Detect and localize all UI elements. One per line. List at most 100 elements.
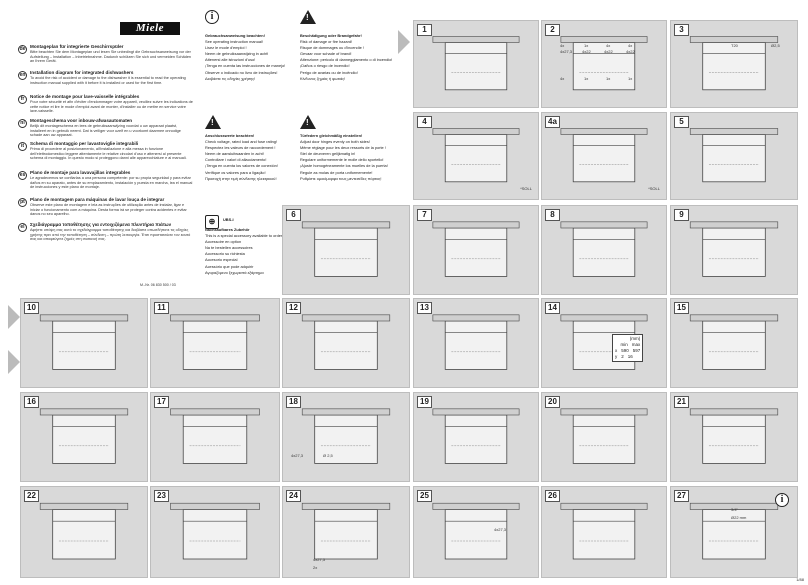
- illustration: [170, 314, 260, 370]
- step-number: 5: [674, 116, 689, 128]
- illustration: [301, 314, 391, 370]
- illustration: [432, 314, 520, 370]
- part-count: 4x: [560, 43, 565, 48]
- material-number: M.-Nr. 06 830 500 / 03: [140, 283, 176, 287]
- illustration: [39, 408, 129, 464]
- part-count: 4x: [606, 43, 611, 48]
- step-number: 23: [154, 490, 169, 502]
- language-description: Observe este plano de montagem e leia as…: [30, 203, 187, 217]
- illustration: [689, 128, 779, 183]
- arrow-right-icon: [8, 350, 20, 374]
- illustration: [689, 221, 779, 277]
- step-number: 6: [286, 209, 301, 221]
- illustration: [689, 502, 779, 560]
- accessory-title: UBS-I: [223, 217, 234, 222]
- text-line: ¡Tenga en cuenta las instrucciones de ma…: [205, 63, 286, 69]
- language-description: Le agradecemos se confiarlas a una perso…: [30, 176, 193, 190]
- step-panel-6: 6: [282, 205, 410, 295]
- table-cell: 2: [621, 354, 624, 359]
- step-panel-22: 22: [20, 486, 148, 578]
- step-panel-5: 5: [670, 112, 798, 200]
- step-panel-9: 9: [670, 205, 798, 295]
- step-panel-21: 21: [670, 392, 798, 482]
- text-line: Risk of damage or fire hazard!: [300, 39, 353, 45]
- text-line: Accessorio su richiesta: [205, 251, 245, 257]
- table-cell: 597: [632, 348, 641, 353]
- step-panel-1: 1: [413, 20, 539, 108]
- language-description: Pour votre sécurité et afin d'éviter d'e…: [30, 100, 193, 114]
- illustration: [560, 221, 648, 277]
- language-code: en: [18, 71, 27, 80]
- language-description: Prima di procedere al posizionamento, al…: [30, 147, 187, 161]
- step-panel-18: 18 Ø 2,5 4x27,3: [282, 392, 410, 482]
- illustration: [689, 36, 779, 91]
- text-line: Respectez les valeurs de raccordement !: [205, 145, 276, 151]
- part-size: 4x22: [604, 49, 613, 54]
- text-line: Verifique os valores para a ligação!: [205, 169, 266, 175]
- part-count: 4x: [628, 43, 633, 48]
- language-title: Plano de montaje para lavavajillas integ…: [30, 170, 131, 175]
- step-panel-11: 11: [150, 298, 280, 388]
- text-line: Observe o indicado no livro de instruçõe…: [205, 69, 278, 75]
- text-line: Accesorio especial: [205, 257, 238, 263]
- illustration: [170, 502, 260, 560]
- step-number: 10: [24, 302, 39, 314]
- language-code: nl: [18, 119, 27, 128]
- text-line: Anschlusswerte beachten!: [205, 133, 255, 138]
- connection-lines: Anschlusswerte beachten!Check voltage, r…: [205, 133, 278, 182]
- step-number: 27: [674, 490, 689, 502]
- text-line: This is a special accessory available to…: [205, 233, 305, 239]
- step-number: 24: [286, 490, 301, 502]
- step-number: 25: [417, 490, 432, 502]
- text-line: Regolare uniformemente le molle dello sp…: [300, 157, 384, 163]
- illustration: [432, 502, 520, 560]
- text-line: Na te bestellen accessoires: [205, 245, 253, 251]
- step-number: 19: [417, 396, 432, 408]
- text-line: Lisez le mode d'emploi !: [205, 45, 247, 51]
- door-hinge-lines: Türfedern gleichmäßig einstellen!Adjust …: [300, 133, 388, 182]
- language-code: es: [18, 171, 27, 180]
- text-line: Αγοραζόμενο ξεχωριστά εξάρτημα: [205, 269, 264, 275]
- text-line: Acessório que pode adquirir: [205, 263, 254, 269]
- illustration: [689, 314, 779, 370]
- step-number: 17: [154, 396, 169, 408]
- warning-lines: Beschädigung oder Brandgefahr!Risk of da…: [300, 33, 392, 82]
- tool-label: T20: [731, 43, 738, 48]
- text-line: Attenzione: pericolo di danneggiamento o…: [300, 57, 393, 63]
- illustration: [560, 314, 648, 370]
- step-number: 18: [286, 396, 301, 408]
- language-description: Αφήστε υπόψη σας αυτό το σχεδιάγραμμα το…: [30, 228, 191, 242]
- dimension-label: Ø 2,5: [323, 453, 333, 458]
- text-line: Προσοχή στην τιμή σύνδεσης ηλεκτρικού!: [205, 175, 277, 181]
- count-label: 2x: [313, 565, 318, 570]
- step-number: 4a: [545, 116, 560, 128]
- text-line: Neem de aansluitwaarden in acht!: [205, 151, 264, 157]
- illustration: [560, 502, 648, 560]
- text-line: Ρυθμίστε ομοιόμορφα τους μεντεσέδες πόρτ…: [300, 175, 382, 181]
- info-lines: Gebrauchsanweisung beachten!See operatin…: [205, 33, 285, 82]
- illustration: [39, 502, 129, 560]
- step-number: 3: [674, 24, 689, 36]
- step-panel-7: 7: [413, 205, 539, 295]
- step-panel-8: 8: [541, 205, 667, 295]
- text-line: Neem de gebruiksaanwijzing in acht!: [205, 51, 269, 57]
- illustration: [560, 128, 648, 183]
- info-icon: i: [205, 10, 219, 24]
- screw-label: 4x27,3: [291, 453, 304, 458]
- step-number: 13: [417, 302, 432, 314]
- step-number: 12: [286, 302, 301, 314]
- step-number: 1: [417, 24, 432, 36]
- illustration: [432, 36, 520, 91]
- language-description: Bitte beachten Sie dem Montageplan und l…: [30, 50, 192, 64]
- illustration: [301, 408, 391, 464]
- part-size: 4x22: [582, 49, 591, 54]
- text-line: Perigo de avarias ou de incêndio!: [300, 69, 358, 75]
- illustration: [560, 408, 648, 464]
- illustration: [560, 36, 648, 91]
- table-header: (mm): [629, 336, 641, 341]
- footer-code: 1/88: [796, 577, 804, 582]
